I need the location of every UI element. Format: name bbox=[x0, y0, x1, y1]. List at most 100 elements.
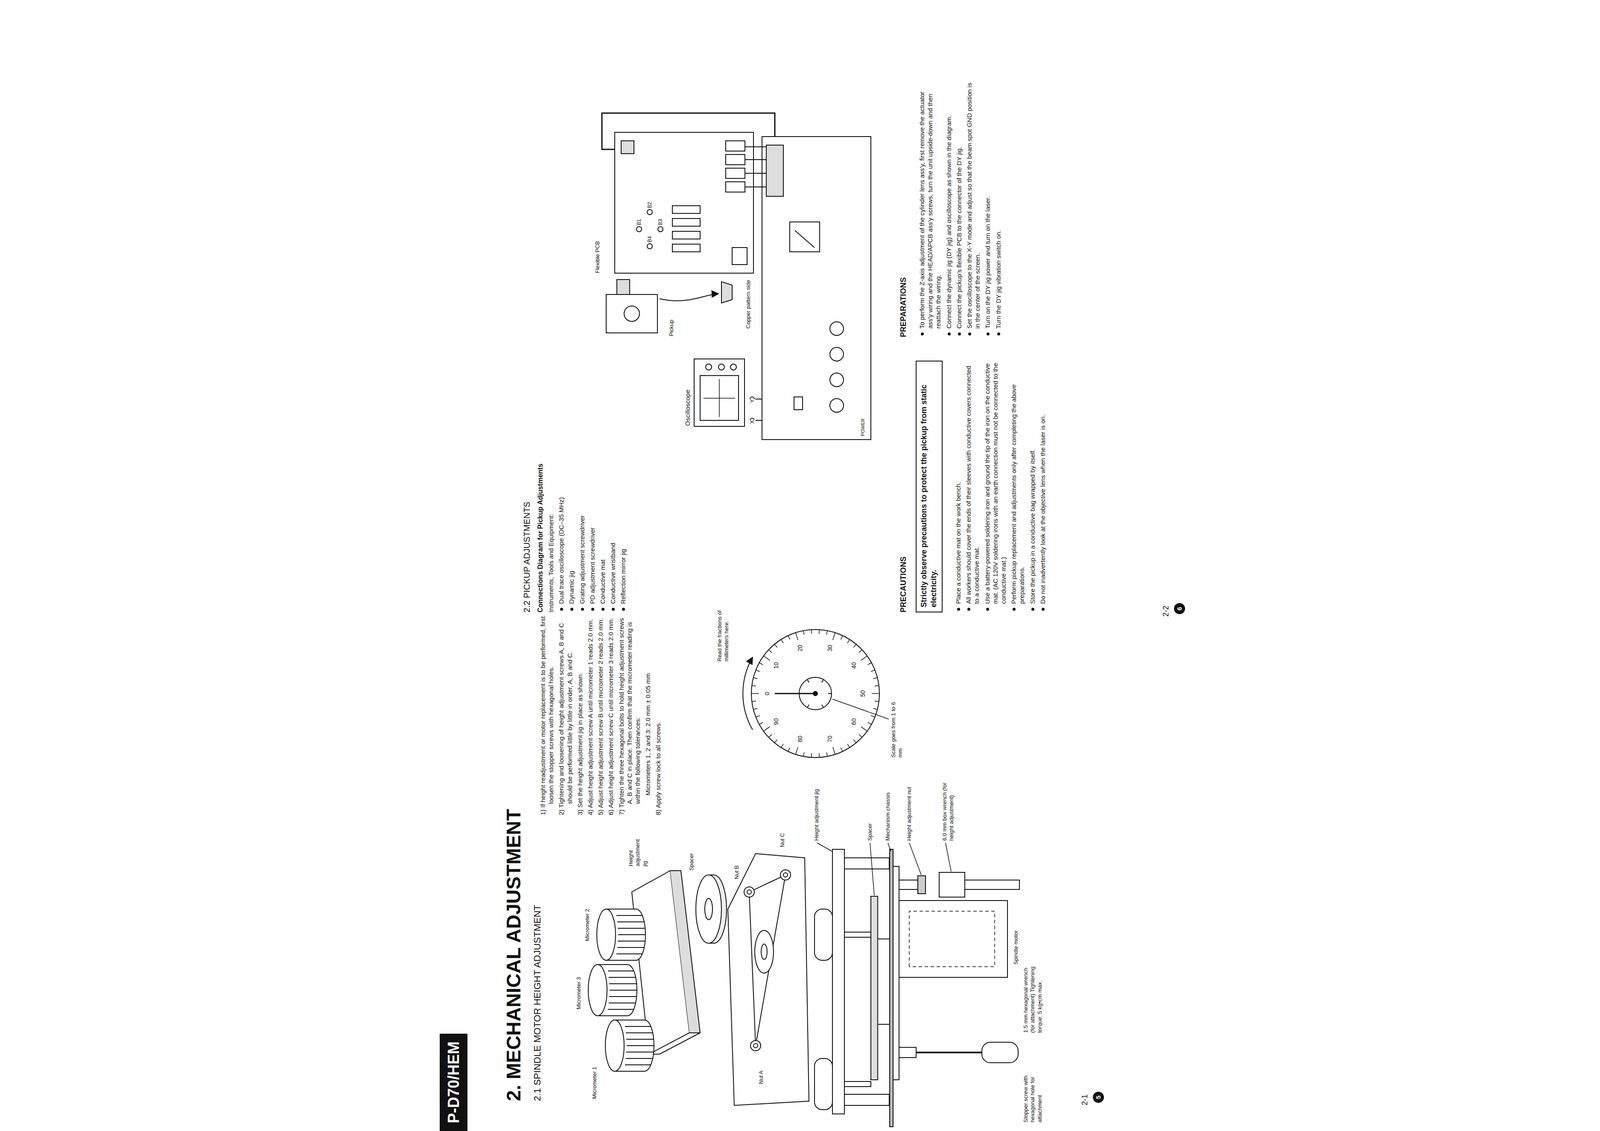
part-label: Height adjustment nut bbox=[905, 776, 913, 841]
connection-diagram bbox=[703, 379, 736, 418]
part-label: Height adjustment jig bbox=[627, 832, 649, 867]
terminal-label: X bbox=[748, 420, 756, 424]
equipment-item: Conductive wristband bbox=[608, 441, 617, 613]
dial-tick bbox=[847, 639, 850, 643]
dial-number: 30 bbox=[826, 645, 835, 652]
page-badge: 6 bbox=[1173, 603, 1186, 615]
connection-diagram bbox=[647, 243, 653, 249]
leader-line bbox=[945, 843, 952, 872]
preparation-item: Turn the DY jig vibration switch on. bbox=[994, 76, 1003, 338]
cross-section-figure bbox=[916, 1051, 982, 1054]
connection-diagram bbox=[647, 209, 653, 215]
preparation-item: Connect the pickup's flexible PCB to the… bbox=[954, 76, 964, 338]
dial-tick bbox=[853, 644, 856, 648]
cross-section-figure bbox=[899, 900, 1008, 978]
dial-tick bbox=[826, 752, 828, 757]
dial-tick bbox=[753, 708, 758, 710]
dial-note: Read the fractions of millimeters here. bbox=[716, 608, 731, 662]
dial-tick bbox=[873, 708, 878, 710]
dial-tick bbox=[795, 632, 799, 640]
cross-section-figure bbox=[917, 875, 926, 894]
connection-diagram bbox=[829, 321, 844, 336]
dial-tick bbox=[870, 715, 875, 718]
micrometer bbox=[596, 909, 646, 961]
part-label: Micrometer 2 bbox=[583, 908, 591, 942]
text-column: To perform the Z-axis adjustment of the … bbox=[917, 76, 1005, 338]
connection-diagram bbox=[672, 205, 701, 214]
instrument-box: Oscilloscope bbox=[693, 358, 745, 427]
section-title: 2. MECHANICAL ADJUSTMENT bbox=[501, 808, 527, 1102]
precaution-item: Do not inadvertently look at the objecti… bbox=[1038, 360, 1047, 613]
dial-tick bbox=[756, 715, 760, 718]
connection-diagram bbox=[718, 364, 725, 371]
cross-section-figure bbox=[844, 1081, 871, 1087]
connection-diagram bbox=[725, 168, 745, 179]
mechanism-chassis bbox=[761, 944, 768, 960]
dial-tick bbox=[858, 734, 862, 738]
part-label: Nut B bbox=[733, 865, 741, 880]
connection-diagram bbox=[672, 218, 701, 227]
dial-tick bbox=[821, 704, 824, 708]
micrometer-dial bbox=[774, 693, 816, 695]
dial-tick bbox=[759, 662, 764, 666]
preparation-item: Turn on the DY jig power and turn on the… bbox=[983, 76, 992, 338]
precaution-item: Perform pickup replacement and adjustmen… bbox=[1009, 360, 1026, 613]
cross-section-figure bbox=[939, 872, 965, 898]
dial-number: 60 bbox=[850, 718, 859, 726]
micrometer-dial bbox=[832, 699, 889, 720]
cross-section-figure bbox=[889, 849, 894, 1128]
dial-tick bbox=[826, 630, 828, 636]
part-label: Spacer bbox=[688, 853, 695, 871]
connection-diagram bbox=[657, 226, 663, 232]
dial-tick bbox=[840, 635, 843, 640]
part-label: Flexible PCB bbox=[594, 241, 602, 274]
dial-tick bbox=[781, 744, 784, 748]
dial-tick bbox=[763, 656, 771, 661]
connection-diagram bbox=[829, 373, 844, 387]
micrometer bbox=[624, 1026, 655, 1066]
page-number: 2-2 bbox=[1161, 605, 1171, 617]
connection-diagram bbox=[624, 306, 640, 322]
mechanism-chassis bbox=[780, 870, 791, 881]
cross-section-figure bbox=[870, 896, 878, 1081]
mechanism-chassis bbox=[727, 853, 809, 1106]
warning-text: Strictly observe precautions to protect … bbox=[919, 365, 940, 608]
dial-tick bbox=[832, 632, 836, 640]
procedure-step: 3) Set the height adjustment jig in plac… bbox=[575, 614, 584, 816]
dial-tick bbox=[874, 701, 879, 702]
part-label: Pickup bbox=[668, 319, 675, 337]
dial-number: 40 bbox=[850, 662, 859, 669]
dial-tick bbox=[807, 679, 809, 683]
micrometer bbox=[605, 1020, 655, 1072]
micrometer bbox=[596, 909, 616, 961]
part-label: Copper pattern side bbox=[744, 280, 752, 329]
precaution-item: Store the pickup in a conductive bag wra… bbox=[1028, 360, 1037, 613]
dial-tick bbox=[847, 744, 850, 748]
dial-tick bbox=[858, 649, 862, 653]
mechanism-chassis bbox=[749, 875, 786, 1046]
part-label: Stopper screw with hexagonal hole for at… bbox=[1022, 1067, 1044, 1123]
precaution-item: Use a battery-powered soldering iron and… bbox=[983, 360, 1008, 613]
part-label: Spindle motor bbox=[1012, 930, 1020, 965]
trimmer-label: B1 bbox=[636, 218, 643, 226]
subsection-title: 2.2 PICKUP ADJUSTMENTS bbox=[521, 441, 533, 613]
dial-tick bbox=[768, 734, 772, 738]
mechanism-chassis bbox=[727, 853, 809, 1106]
procedure-step: 2) Tightening and loosening of height ad… bbox=[557, 614, 574, 816]
connection-diagram bbox=[616, 279, 630, 295]
connection-diagram bbox=[794, 230, 815, 248]
dial-tick bbox=[768, 649, 772, 653]
dial-number: 80 bbox=[797, 735, 805, 743]
dial-tick bbox=[874, 685, 879, 687]
micrometer-dial bbox=[742, 657, 753, 730]
micrometer bbox=[605, 1020, 625, 1072]
dial-tick bbox=[867, 722, 872, 725]
connection-diagram bbox=[621, 140, 634, 154]
dial-tick bbox=[756, 670, 760, 672]
equipment-item: PD adjustment screwdriver bbox=[588, 441, 597, 613]
connection-diagram bbox=[744, 146, 767, 187]
leader-line bbox=[817, 843, 833, 852]
warning-box: Strictly observe precautions to protect … bbox=[915, 360, 943, 613]
part-label: Micrometer 3 bbox=[575, 977, 583, 1010]
connection-diagram bbox=[725, 154, 745, 165]
